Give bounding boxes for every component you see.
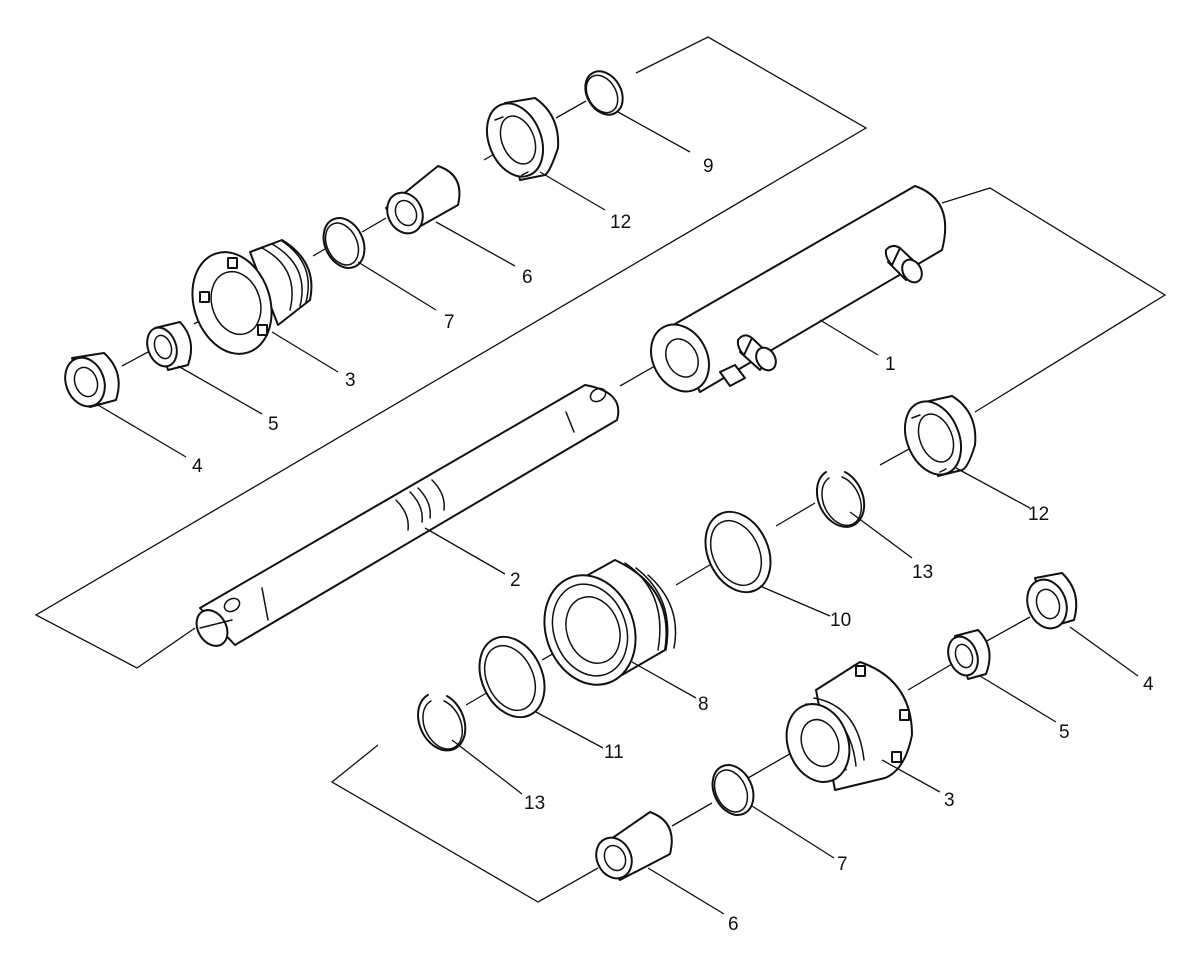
callout-3-top: 3	[345, 370, 356, 391]
callout-3-bottom: 3	[944, 790, 955, 811]
part-10-backup-ring	[704, 510, 772, 594]
part-7-o-ring-top	[322, 217, 366, 269]
callout-6-top: 6	[522, 267, 533, 288]
part-13-snap-ring-right	[815, 471, 866, 528]
bracket-right	[941, 187, 1167, 413]
callout-leaders	[97, 111, 1139, 915]
part-9-retaining-ring	[584, 70, 624, 116]
part-11-backup-ring	[478, 635, 546, 719]
part-1-cylinder-barrel	[650, 185, 947, 393]
callout-labels: 9 12 6 7 3 5 4 1 2 12 13 10 8 11 13 4 5 …	[192, 156, 1154, 935]
part-5-bushing-bottom	[947, 629, 991, 680]
part-8-piston	[543, 559, 677, 686]
part-4-wiper-bottom	[1026, 572, 1078, 630]
callout-7-bottom: 7	[837, 854, 848, 875]
callout-11: 11	[604, 742, 624, 763]
callout-1: 1	[885, 354, 896, 375]
part-12-split-bushing-right	[904, 395, 977, 477]
part-3-gland-nut-bottom	[785, 661, 913, 791]
part-4-wiper-top	[64, 352, 120, 408]
part-13-snap-ring-lower	[417, 694, 467, 752]
part-6-sleeve-top	[385, 165, 461, 235]
part-12-split-bushing-top	[486, 97, 560, 181]
callout-4-top: 4	[192, 456, 203, 477]
callout-6-bottom: 6	[728, 914, 739, 935]
bracket-lower	[330, 744, 599, 903]
callout-5-top: 5	[268, 414, 279, 435]
callout-13-bottom: 13	[524, 793, 545, 814]
bracket-upper-left	[34, 36, 868, 669]
callout-9: 9	[703, 156, 714, 177]
callout-12-top: 12	[610, 212, 631, 233]
part-3-gland-nut-top	[191, 239, 313, 355]
callout-5-bottom: 5	[1059, 722, 1070, 743]
callout-12-right: 12	[1028, 504, 1049, 525]
callout-4-bottom: 4	[1143, 674, 1154, 695]
bracket-lines	[34, 36, 1167, 903]
callout-10: 10	[830, 610, 851, 631]
part-5-bushing-top	[146, 321, 193, 371]
callout-13-right: 13	[912, 562, 933, 583]
part-6-sleeve-bottom	[595, 811, 673, 881]
part-2-piston-rod	[195, 384, 620, 647]
callout-2: 2	[510, 570, 521, 591]
callout-8: 8	[698, 694, 709, 715]
part-7-o-ring-bottom	[711, 764, 755, 816]
callout-7-top: 7	[444, 312, 455, 333]
